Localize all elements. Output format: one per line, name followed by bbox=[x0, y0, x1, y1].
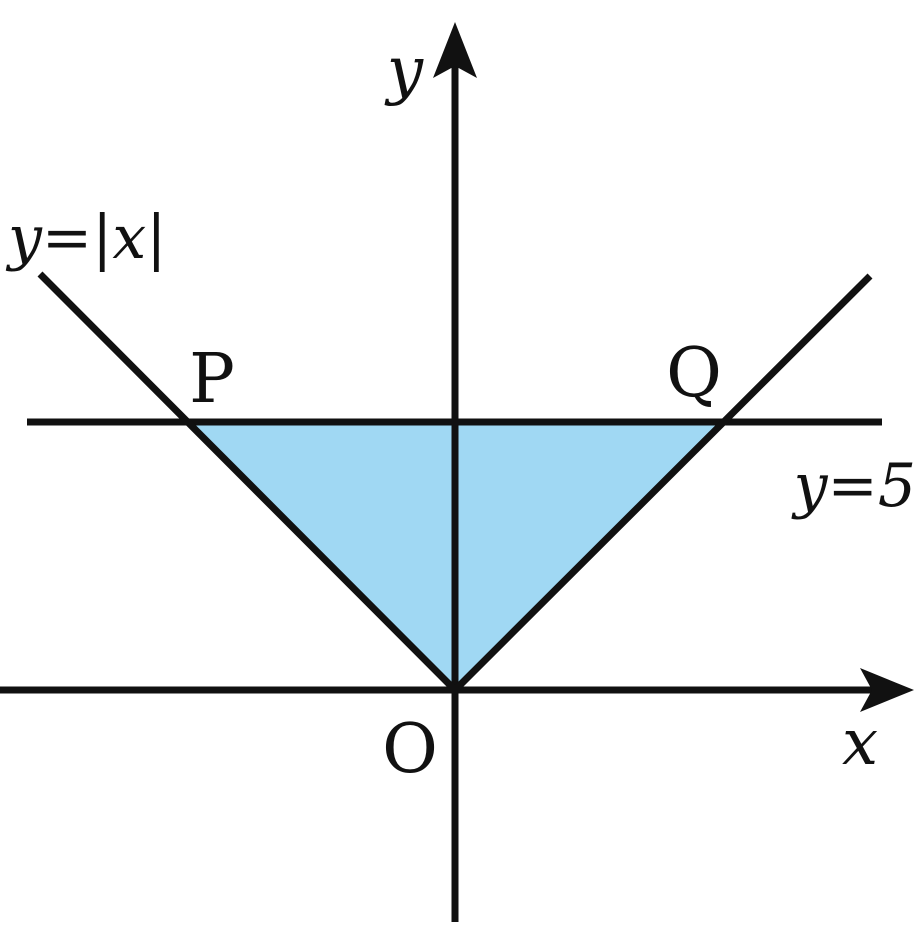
y-axis-arrowhead bbox=[433, 22, 477, 78]
point-p-label: P bbox=[189, 340, 235, 419]
graph-abs-x bbox=[37, 271, 873, 695]
origin-label: O bbox=[382, 710, 438, 789]
x-axis-arrowhead bbox=[860, 668, 914, 712]
y-equals-5-label: y=5 bbox=[791, 451, 916, 521]
point-q-label: Q bbox=[666, 334, 722, 413]
y-axis-label: y bbox=[384, 34, 424, 108]
abs-x-equation-label: y=|x| bbox=[5, 203, 166, 273]
x-axis-label: x bbox=[842, 706, 878, 780]
